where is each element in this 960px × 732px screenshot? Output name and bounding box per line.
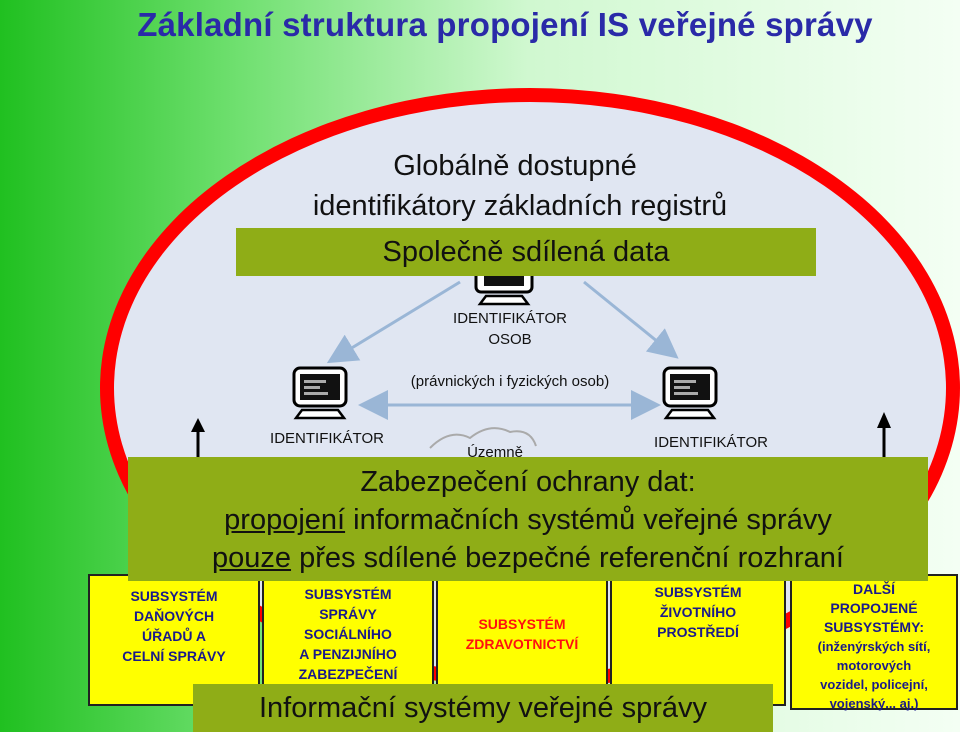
id-persons-label-1: IDENTIFIKÁTOR [453, 310, 567, 327]
subsystem-other-line: (inženýrských sítí, [817, 639, 931, 654]
global-identifiers-line2: identifikátory základních registrů [312, 190, 728, 222]
page-title: Základní struktura propojení IS veřejné … [137, 6, 873, 43]
monitor-icon [292, 366, 348, 420]
subsystem-social-line: A PENZIJNÍHO [299, 646, 397, 662]
id-right-partial: IDENTIFIKÁTOR [654, 434, 768, 451]
subsystem-social-line: ZABEZPEČENÍ [298, 666, 398, 682]
subsystem-social-line: SPRÁVY [319, 606, 377, 622]
subsystem-social-line: SUBSYSTÉM [304, 586, 392, 602]
protection-line-3: pouze přes sdílené bezpečné referenční r… [128, 539, 928, 577]
protection-line-2-underlined: propojení [224, 504, 346, 536]
subsystem-tax-line: SUBSYSTÉM [130, 588, 218, 604]
global-identifiers-line1: Globálně dostupné [393, 150, 637, 182]
public-admin-is-bar: Informační systémy veřejné správy [193, 684, 773, 732]
subsystem-other-line: vozidel, policejní, [820, 677, 928, 692]
shared-data-bar: Společně sdílená data [236, 228, 816, 276]
protection-line-2: propojení informačních systémů veřejné s… [128, 501, 928, 539]
subsystem-other-line: SUBSYSTÉMY: [823, 619, 925, 635]
id-left-partial: IDENTIFIKÁTOR [270, 430, 384, 447]
protection-line-3-rest: přes sdílené bezpečné referenční rozhran… [291, 542, 844, 574]
id-persons-label-2: OSOB [488, 331, 532, 348]
subsystem-tax-line: CELNÍ SPRÁVY [122, 648, 226, 664]
subsystem-social-line: SOCIÁLNÍHO [304, 626, 392, 642]
subsystem-env-line: ŽIVOTNÍHO [659, 604, 737, 620]
subsystem-other-line: motorových [836, 658, 912, 673]
subsystem-health-line: ZDRAVOTNICTVÍ [465, 636, 579, 652]
territory-partial: Územně [467, 444, 523, 461]
protection-line-3-underlined: pouze [212, 542, 292, 574]
subsystem-env-line: PROSTŘEDÍ [657, 624, 739, 640]
monitor-icon [662, 366, 718, 420]
subsystem-other-line: vojenský... aj.) [829, 696, 919, 711]
data-protection-bar: Zabezpečení ochrany dat: propojení infor… [128, 457, 928, 581]
subsystem-health-line: SUBSYSTÉM [478, 616, 566, 632]
subsystem-tax-line: ÚŘADŮ A [141, 628, 207, 644]
protection-line-1: Zabezpečení ochrany dat: [360, 466, 696, 498]
subsystem-other-line: DALŠÍ [853, 581, 895, 597]
subsystem-tax-line: DAŇOVÝCH [133, 608, 215, 624]
map-icon [429, 427, 537, 449]
subsystem-env-line: SUBSYSTÉM [654, 584, 742, 600]
subsystem-other-box: DALŠÍ PROPOJENÉ SUBSYSTÉMY: (inženýrskýc… [790, 574, 958, 711]
subsystem-other-line: PROPOJENÉ [830, 600, 918, 616]
id-persons-note: (právnických i fyzických osob) [410, 373, 610, 390]
protection-line-2-rest: informačních systémů veřejné správy [345, 504, 832, 536]
